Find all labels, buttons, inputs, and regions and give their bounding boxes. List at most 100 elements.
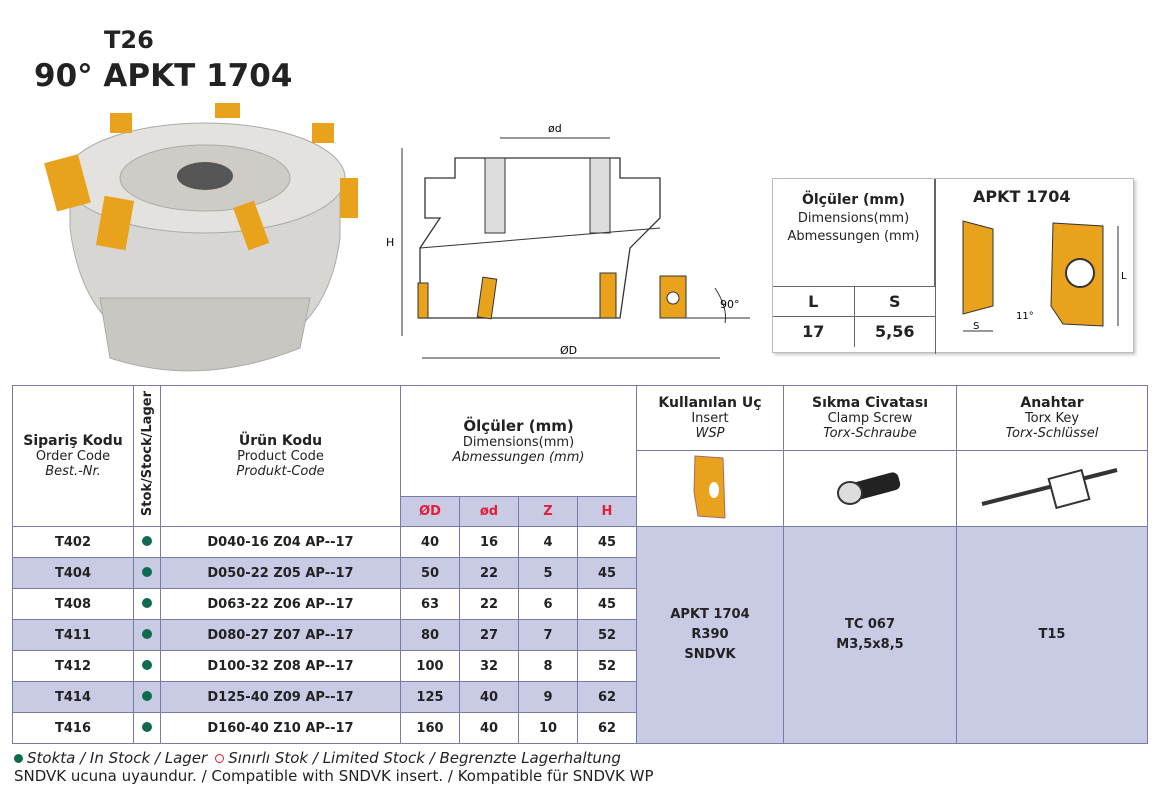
bore-diameter: 40 xyxy=(459,712,519,744)
table-row: T408 D063-22 Z06 AP--17 63 22 6 45 xyxy=(12,588,1148,620)
bore-diameter: 32 xyxy=(459,650,519,682)
legend: Stokta / In Stock / Lager Sınırlı Stok / … xyxy=(14,749,654,785)
table-row: T411 D080-27 Z07 AP--17 80 27 7 52 xyxy=(12,619,1148,651)
bore-diameter: 27 xyxy=(459,619,519,651)
stock-status xyxy=(133,650,161,682)
insert-dimensions-box: Ölçüler (mm) Dimensions(mm) Abmessungen … xyxy=(772,178,1134,354)
height: 62 xyxy=(577,681,637,713)
col-s: S xyxy=(888,292,901,311)
col-bore-diameter: ød xyxy=(459,496,519,527)
value-l: 17 xyxy=(773,317,855,347)
table-row: T404 D050-22 Z05 AP--17 50 22 5 45 xyxy=(12,557,1148,589)
outer-diameter: 63 xyxy=(400,588,460,620)
col-height: H xyxy=(577,496,637,527)
product-code: D100-32 Z08 AP--17 xyxy=(160,650,401,682)
value-s: 5,56 xyxy=(875,322,915,341)
header-stock: Stok/Stock/Lager xyxy=(133,385,161,527)
page-title: 90° APKT 1704 xyxy=(34,58,293,94)
teeth-count: 4 xyxy=(518,526,578,558)
insert-drawing: L S 11° xyxy=(962,220,1127,332)
stock-status xyxy=(133,557,161,589)
bore-diameter: 22 xyxy=(459,557,519,589)
product-code: D050-22 Z05 AP--17 xyxy=(160,557,401,589)
teeth-count: 7 xyxy=(518,619,578,651)
l-dim-label: L xyxy=(1121,271,1127,282)
in-stock-dot-icon xyxy=(142,566,152,577)
col-teeth: Z xyxy=(518,496,578,527)
in-stock-dot-icon xyxy=(142,659,152,670)
in-stock-dot-icon xyxy=(142,597,152,608)
height-label: H xyxy=(386,236,394,249)
col-l: L xyxy=(773,287,855,317)
key-value: T15 xyxy=(956,526,1148,744)
limited-stock-circle-icon xyxy=(215,754,225,763)
outer-diameter-label: ØD xyxy=(560,344,577,357)
dimensions-heading: Ölçüler (mm) Dimensions(mm) Abmessungen … xyxy=(773,179,935,286)
in-stock-dot-icon xyxy=(142,721,152,732)
teeth-count: 8 xyxy=(518,650,578,682)
insert-image xyxy=(636,450,784,527)
bore-diameter-label: ød xyxy=(548,122,562,135)
order-code: T414 xyxy=(12,681,134,713)
in-stock-dot-icon xyxy=(142,690,152,701)
angle-label: 90° xyxy=(720,298,740,311)
torx-key-image xyxy=(956,450,1148,527)
outer-diameter: 50 xyxy=(400,557,460,589)
s-dim-label: S xyxy=(973,321,979,332)
stock-status xyxy=(133,588,161,620)
in-stock-dot-icon xyxy=(14,754,23,763)
in-stock-dot-icon xyxy=(142,535,152,546)
height: 62 xyxy=(577,712,637,744)
table-row: T414 D125-40 Z09 AP--17 125 40 9 62 xyxy=(12,681,1148,713)
stock-status xyxy=(133,712,161,744)
legend-limited-stock: Sınırlı Stok / Limited Stock / Begrenzte… xyxy=(228,749,621,767)
dimensions-title-en: Dimensions(mm) xyxy=(797,211,910,226)
teeth-count: 9 xyxy=(518,681,578,713)
stock-status xyxy=(133,681,161,713)
product-code: D063-22 Z06 AP--17 xyxy=(160,588,401,620)
table-row: T412 D100-32 Z08 AP--17 100 32 8 52 xyxy=(12,650,1148,682)
dimensions-title-tr: Ölçüler (mm) xyxy=(801,192,905,208)
clearance-angle-label: 11° xyxy=(1016,311,1034,322)
bore-diameter: 40 xyxy=(459,681,519,713)
dimensions-title-de: Abmessungen (mm) xyxy=(787,229,920,244)
milling-cutter-photo xyxy=(44,103,358,372)
height: 45 xyxy=(577,557,637,589)
product-code: D040-16 Z04 AP--17 xyxy=(160,526,401,558)
bore-diameter: 16 xyxy=(459,526,519,558)
order-code: T412 xyxy=(12,650,134,682)
product-code: D125-40 Z09 AP--17 xyxy=(160,681,401,713)
stock-status xyxy=(133,526,161,558)
compatibility-note: SNDVK ucuna uyaundur. / Compatible with … xyxy=(14,767,654,785)
table-row: T416 D160-40 Z10 AP--17 160 40 10 62 xyxy=(12,712,1148,744)
insert-title: APKT 1704 xyxy=(973,187,1071,206)
height: 45 xyxy=(577,526,637,558)
order-code: T408 xyxy=(12,588,134,620)
clamp-screw-image xyxy=(783,450,957,527)
bore-diameter: 22 xyxy=(459,588,519,620)
height: 45 xyxy=(577,588,637,620)
order-code: T416 xyxy=(12,712,134,744)
in-stock-dot-icon xyxy=(142,628,152,639)
teeth-count: 5 xyxy=(518,557,578,589)
teeth-count: 6 xyxy=(518,588,578,620)
series-code: T26 xyxy=(104,26,154,54)
header-dimensions: Ölçüler (mm)Dimensions(mm)Abmessungen (m… xyxy=(400,385,637,497)
order-code: T402 xyxy=(12,526,134,558)
height: 52 xyxy=(577,650,637,682)
cutter-section-diagram: ød H ØD 90° xyxy=(386,122,750,359)
order-code: T411 xyxy=(12,619,134,651)
legend-in-stock: Stokta / In Stock / Lager xyxy=(27,749,208,767)
product-code: D160-40 Z10 AP--17 xyxy=(160,712,401,744)
